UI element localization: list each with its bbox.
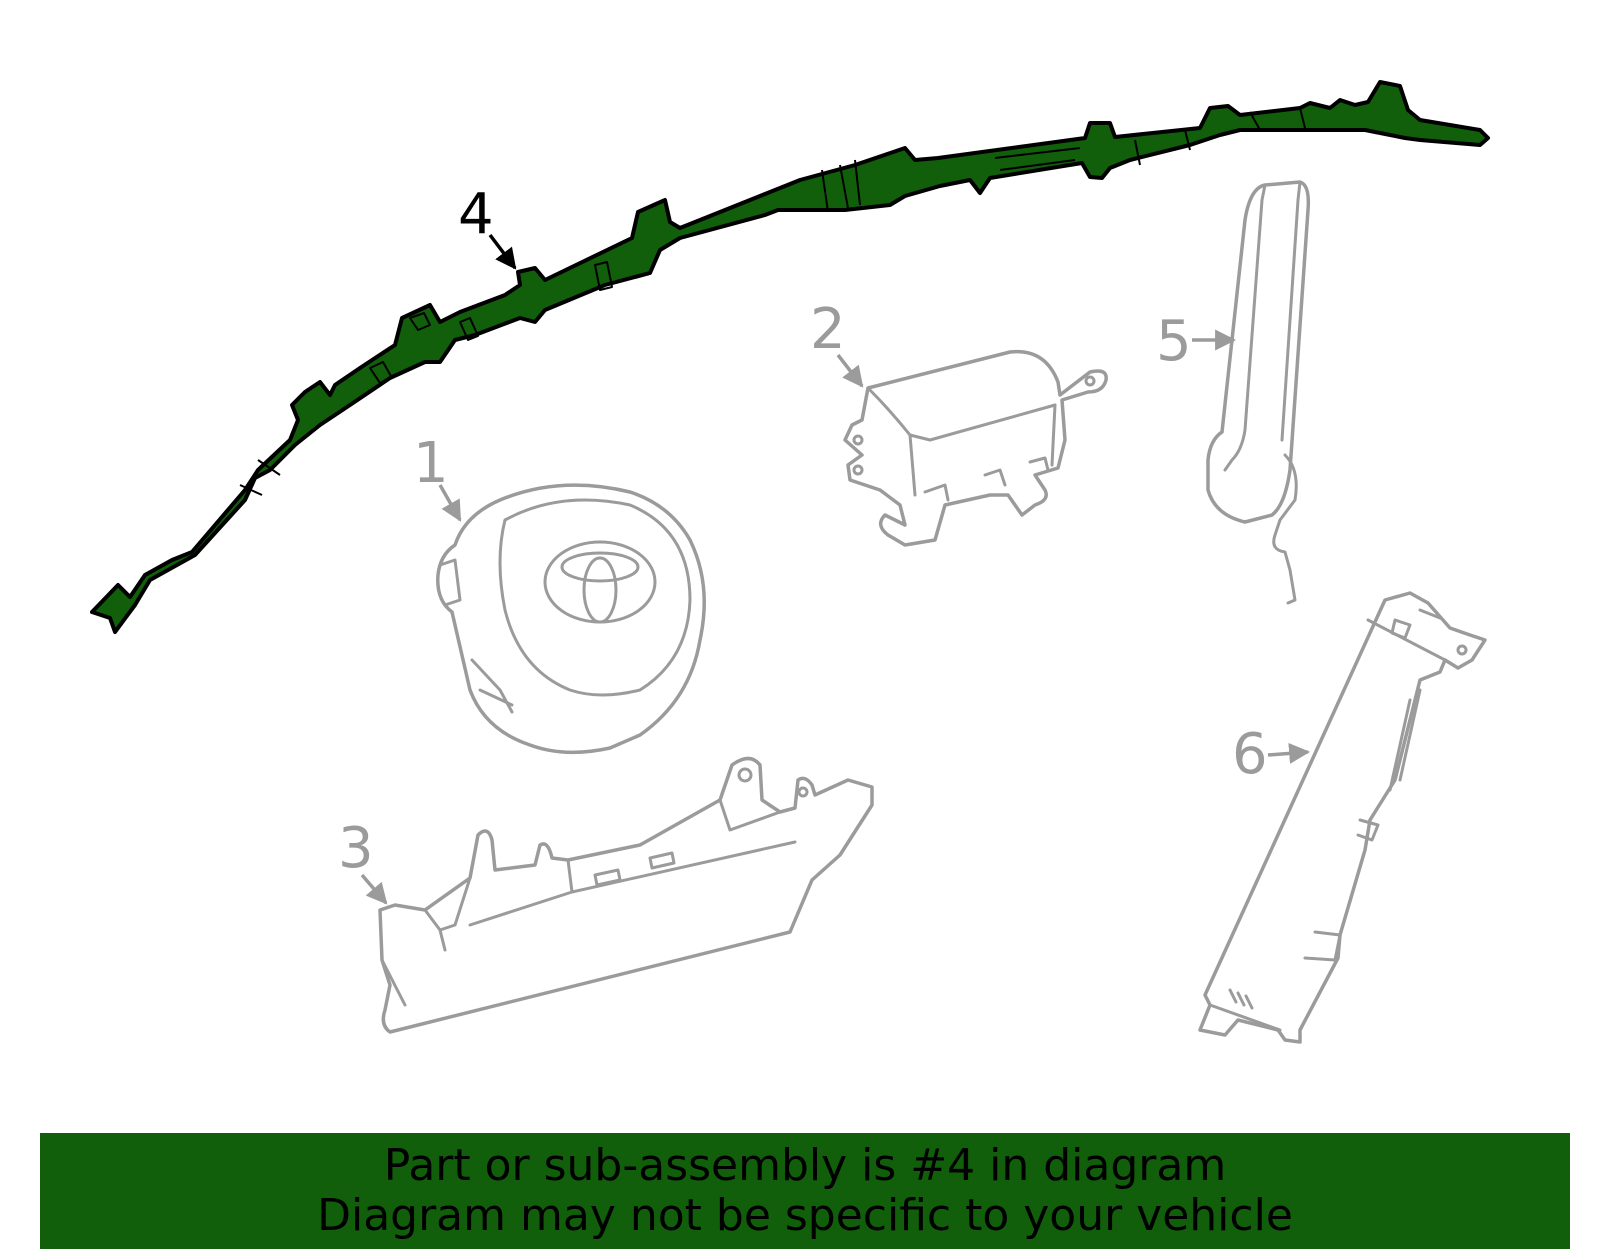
info-banner: Part or sub-assembly is #4 in diagram Di… <box>40 1133 1570 1249</box>
airbag-module-part-6[interactable] <box>1198 591 1487 1044</box>
banner-line-part: Part or sub-assembly is #4 in diagram <box>383 1140 1227 1191</box>
leader-line-4 <box>488 233 517 270</box>
leader-line-3 <box>360 873 388 905</box>
callout-5: 5 <box>1156 309 1192 374</box>
steering-airbag-part-1[interactable] <box>436 483 706 755</box>
callout-6: 6 <box>1232 722 1268 787</box>
knee-airbag-part-3[interactable] <box>378 756 874 1034</box>
parts-diagram: 1 2 3 4 5 6 <box>90 80 1490 1044</box>
callout-2: 2 <box>810 297 846 362</box>
side-airbag-part-5[interactable] <box>1206 180 1311 605</box>
callout-4: 4 <box>458 182 494 247</box>
leader-line-1 <box>438 484 462 522</box>
passenger-airbag-part-2[interactable] <box>843 349 1108 547</box>
curtain-airbag-part-4[interactable] <box>90 80 1490 634</box>
callout-3: 3 <box>338 816 374 881</box>
callout-1: 1 <box>413 431 449 496</box>
leader-line-6 <box>1267 742 1311 764</box>
leader-line-2 <box>836 353 864 388</box>
banner-line-disclaimer: Diagram may not be specific to your vehi… <box>317 1190 1293 1241</box>
